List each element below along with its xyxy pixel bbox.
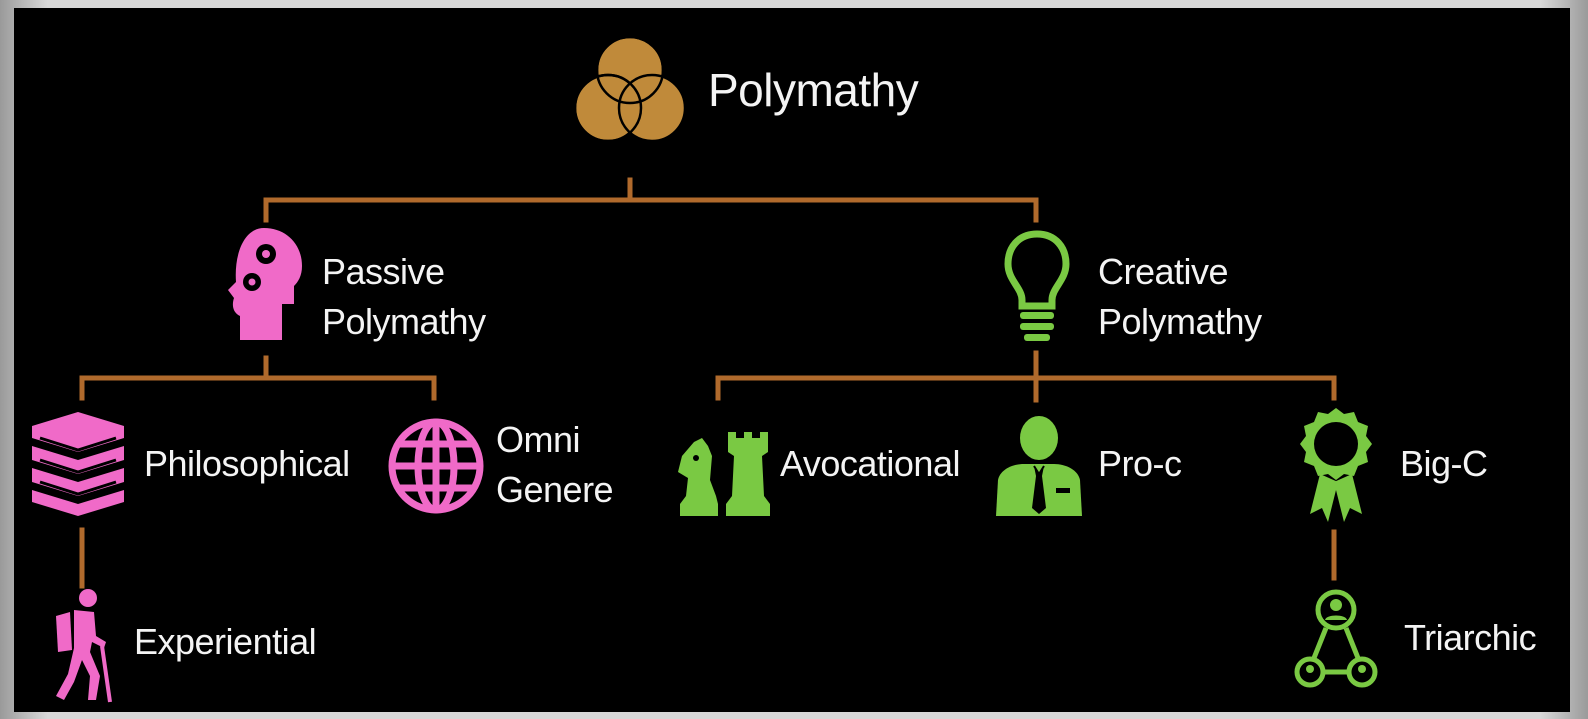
- triarchic-label: Triarchic: [1404, 617, 1537, 658]
- passive-polymathy-label-line2: Polymathy: [322, 301, 486, 342]
- node-pro-c[interactable]: Pro-c: [994, 416, 1214, 526]
- branch-creative-polymathy[interactable]: Creative Polymathy: [1000, 224, 1300, 354]
- root-label: Polymathy: [708, 64, 919, 116]
- globe-icon: [388, 418, 484, 514]
- branch-passive-polymathy[interactable]: Passive Polymathy: [222, 224, 522, 354]
- omni-genere-label-line1: Omni: [496, 419, 581, 460]
- node-big-c[interactable]: Big-C: [1296, 404, 1516, 534]
- hiker-icon: [56, 589, 112, 703]
- creative-polymathy-label-line1: Creative: [1098, 251, 1229, 292]
- node-omni-genere[interactable]: Omni Genere: [386, 408, 646, 528]
- chess-pieces-icon: [678, 432, 770, 516]
- experiential-label: Experiential: [134, 621, 317, 662]
- omni-genere-label-line2: Genere: [496, 469, 614, 510]
- root-node[interactable]: Polymathy: [570, 28, 930, 158]
- node-philosophical[interactable]: Philosophical: [28, 408, 368, 528]
- big-c-label: Big-C: [1400, 443, 1488, 484]
- head-gears-icon: [228, 228, 302, 340]
- node-experiential[interactable]: Experiential: [44, 586, 364, 706]
- award-ribbon-icon: [1300, 408, 1372, 522]
- node-avocational[interactable]: Avocational: [674, 416, 994, 526]
- lightbulb-icon: [1004, 230, 1070, 341]
- philosophical-label: Philosophical: [144, 443, 350, 484]
- avocational-label: Avocational: [780, 443, 960, 484]
- node-triarchic[interactable]: Triarchic: [1294, 588, 1554, 698]
- connector-lines: [79, 177, 1337, 589]
- network-people-icon: [1294, 589, 1378, 688]
- passive-polymathy-label-line1: Passive: [322, 251, 445, 292]
- business-person-icon: [996, 416, 1082, 516]
- venn-diagram-icon: [573, 35, 687, 143]
- pro-c-label: Pro-c: [1098, 443, 1182, 484]
- books-stack-icon: [32, 412, 124, 516]
- diagram-panel: Polymathy Passive Polymathy C: [14, 8, 1570, 712]
- creative-polymathy-label-line2: Polymathy: [1098, 301, 1262, 342]
